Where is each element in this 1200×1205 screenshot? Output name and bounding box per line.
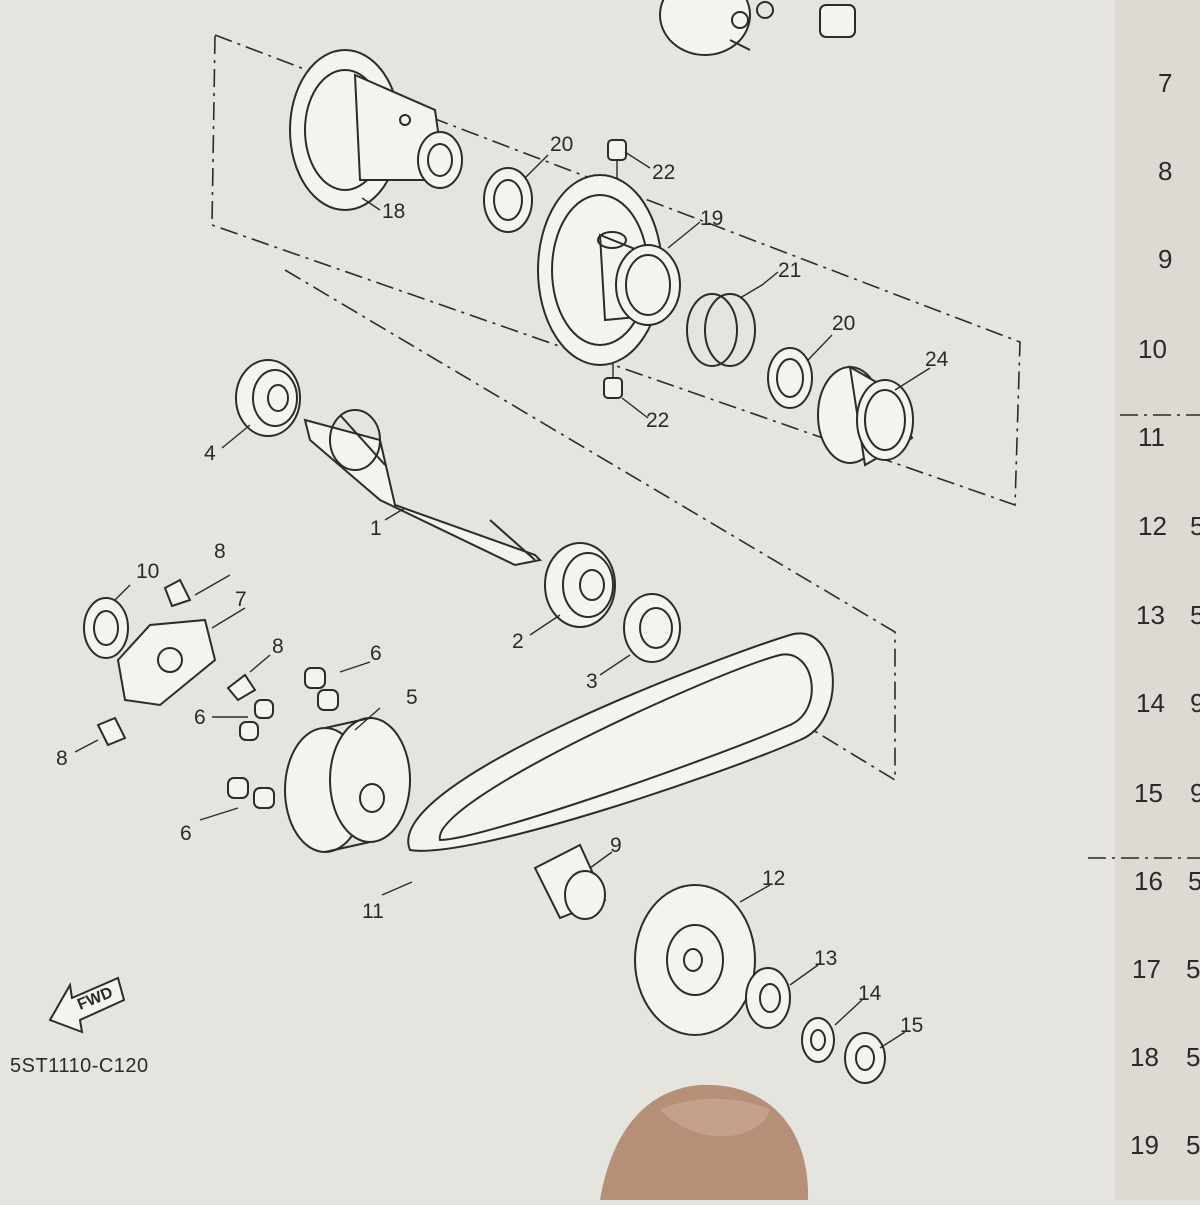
part-label-18: 18: [382, 200, 405, 223]
row-number: 17: [1132, 954, 1161, 984]
row-number: 10: [1138, 334, 1167, 364]
cut-digit: 5: [1190, 600, 1200, 630]
part-label-8: 8: [272, 635, 284, 658]
part-label-4: 4: [204, 442, 216, 465]
part-label-15: 15: [900, 1014, 923, 1037]
part-label-8: 8: [214, 540, 226, 563]
part-label-2: 2: [512, 630, 524, 653]
cut-digit: 5: [1186, 1130, 1200, 1160]
cut-digit: 5: [1188, 866, 1200, 896]
part-2-bearing: [544, 542, 616, 628]
part-10-washer: [83, 597, 129, 659]
part-label-6: 6: [370, 642, 382, 665]
parts-list-row-numbers: 7 8 9 10 11 12 13 14 15 16 17 18 19: [1130, 68, 1172, 1160]
part-label-11: 11: [362, 900, 384, 923]
part-12-secondary-sheave: [634, 884, 756, 1036]
row-number: 16: [1134, 866, 1163, 896]
part-label-20: 20: [832, 312, 855, 335]
part-9-collar: [533, 843, 607, 920]
row-number: 12: [1138, 511, 1167, 541]
part-label-24: 24: [925, 348, 949, 371]
part-6-weight: [227, 777, 275, 809]
part-label-22: 22: [646, 409, 669, 432]
cut-digit: 9: [1190, 688, 1200, 718]
row-number: 11: [1138, 422, 1165, 452]
cut-digit: 9: [1190, 778, 1200, 808]
part-label-6: 6: [194, 706, 206, 729]
row-number: 8: [1158, 156, 1172, 186]
part-6-weight: [239, 699, 274, 741]
part-label-13: 13: [814, 947, 837, 970]
row-number: 15: [1134, 778, 1163, 808]
part-1-primary-shaft: [303, 409, 543, 567]
cut-digit: 5: [1190, 511, 1200, 541]
part-18-fixed-sheave: [289, 49, 463, 211]
part-5-movable-sheave: [284, 717, 411, 853]
row-number: 19: [1130, 1130, 1159, 1160]
finger-photo-overlay: [600, 1084, 809, 1200]
part-label-22: 22: [652, 161, 675, 184]
row-number: 9: [1158, 244, 1172, 274]
part-label-3: 3: [586, 670, 598, 693]
part-label-1: 1: [370, 517, 382, 540]
part-8-slider: [163, 578, 192, 608]
cut-digit: 5: [1186, 954, 1200, 984]
part-13-nut: [745, 967, 791, 1029]
parts-list-cut-digits: 5 5 9 9 5 5 5 5: [1186, 511, 1200, 1160]
part-4-bearing: [235, 359, 301, 437]
part-label-19: 19: [700, 207, 723, 230]
diagram-reference-code: 5ST1110-C120: [10, 1055, 149, 1077]
assembly-boundary: [211, 34, 1021, 507]
fwd-direction-arrow: FWD: [48, 976, 126, 1034]
part-label-7: 7: [235, 588, 247, 611]
part-labels: 1 2 3 4 5 6 6 6 7 8 8 8 9 10 11 12 13 14…: [56, 133, 949, 1037]
part-label-8: 8: [56, 747, 68, 770]
part-label-6: 6: [180, 822, 192, 845]
part-11-v-belt: [407, 632, 834, 852]
part-24-cam: [817, 365, 914, 467]
part-label-10: 10: [136, 560, 159, 583]
part-label-9: 9: [610, 834, 622, 857]
part-20-collar: [483, 167, 533, 233]
row-number: 7: [1158, 68, 1172, 98]
page-fold-shadow: [1115, 0, 1200, 1200]
part-19-sliding-sheave: [537, 174, 681, 366]
row-number: 18: [1130, 1042, 1159, 1072]
part-14-washer: [801, 1017, 835, 1063]
part-21-oil-seal: [686, 293, 756, 367]
part-20-collar: [767, 347, 813, 409]
part-label-21: 21: [778, 259, 801, 282]
part-6-weight: [304, 667, 339, 711]
belt-boundary: [284, 269, 896, 782]
leader-lines: [74, 151, 931, 1049]
part-8-slider: [226, 673, 257, 702]
part-label-5: 5: [406, 686, 418, 709]
part-8-slider: [96, 716, 127, 747]
part-label-14: 14: [858, 982, 882, 1005]
part-7-cam: [116, 618, 217, 707]
part-label-12: 12: [762, 867, 785, 890]
part-label-20: 20: [550, 133, 573, 156]
row-number: 13: [1136, 600, 1165, 630]
part-15-nut: [844, 1032, 886, 1084]
partial-top-assembly: [659, 0, 856, 56]
part-3-oil-seal: [623, 593, 681, 663]
cut-digit: 5: [1186, 1042, 1200, 1072]
row-number: 14: [1136, 688, 1165, 718]
